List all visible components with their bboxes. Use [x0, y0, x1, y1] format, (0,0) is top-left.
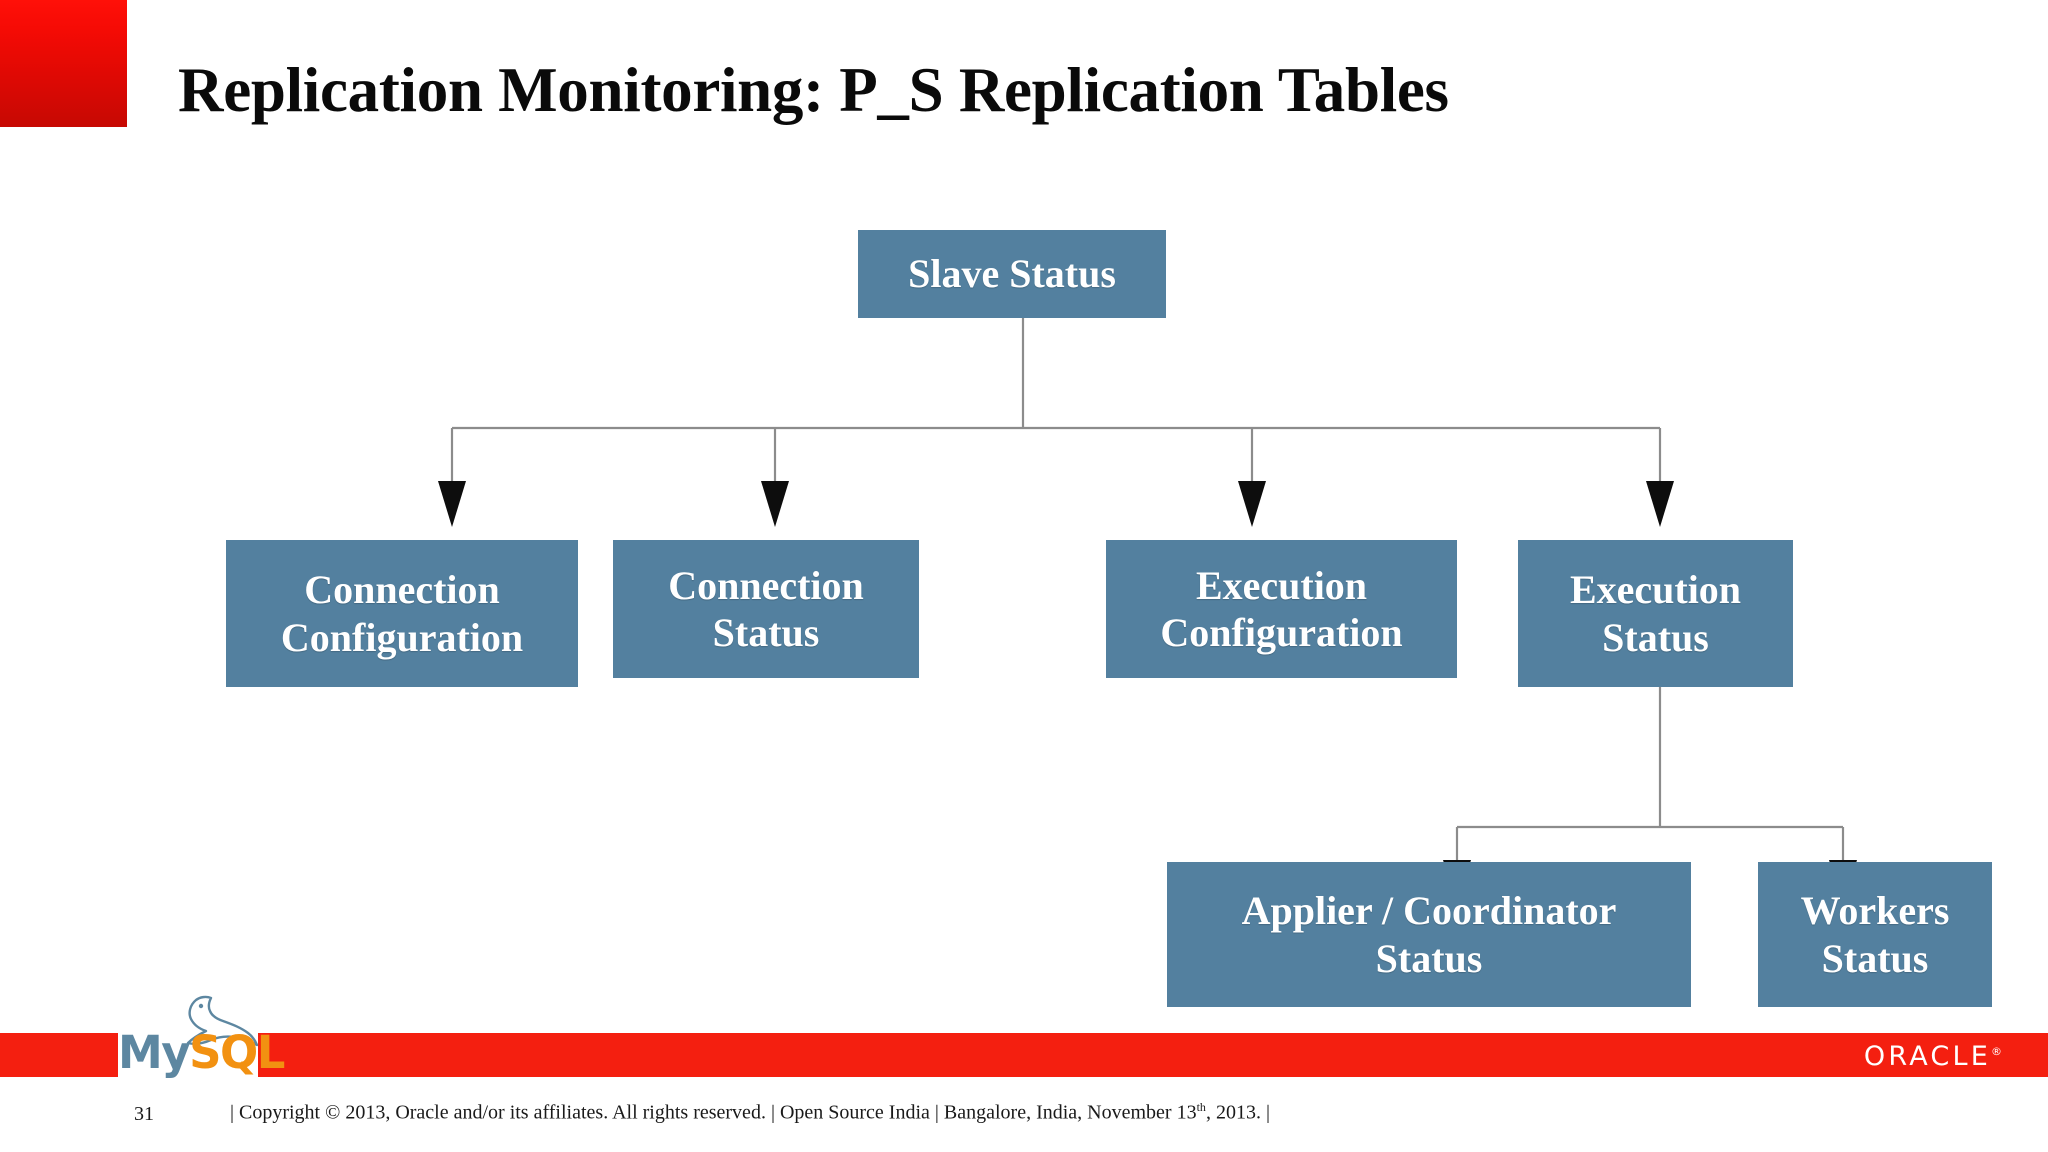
page-title: Replication Monitoring: P_S Replication … — [178, 55, 1449, 125]
copyright-notice: | Copyright © 2013, Oracle and/or its af… — [230, 1100, 1270, 1125]
node-slave-status[interactable]: Slave Status — [858, 230, 1166, 318]
red-accent-block — [0, 0, 127, 127]
mysql-wordmark: MySQL — [118, 1030, 285, 1075]
node-label: Workers Status — [1800, 888, 1950, 981]
copyright-text: | Copyright © 2013, Oracle and/or its af… — [230, 1101, 1197, 1124]
node-applier-coordinator-status[interactable]: Applier / Coordinator Status — [1167, 862, 1691, 1007]
copyright-tail: , 2013. | — [1205, 1101, 1270, 1124]
node-execution-configuration[interactable]: Execution Configuration — [1106, 540, 1457, 678]
node-workers-status[interactable]: Workers Status — [1758, 862, 1992, 1007]
mysql-logo: MySQL ™ — [118, 995, 285, 1077]
oracle-logo: ORACLE® — [1864, 1041, 2002, 1072]
node-label: Slave Status — [908, 251, 1116, 297]
mysql-word-sql: SQL — [189, 1026, 285, 1079]
node-label: Execution Configuration — [1160, 562, 1403, 655]
mysql-logo-backdrop — [118, 1033, 258, 1077]
footer-red-bar — [0, 1033, 2048, 1077]
node-label: Connection Status — [668, 562, 864, 655]
node-connection-status[interactable]: Connection Status — [613, 540, 919, 678]
oracle-wordmark: ORACLE — [1863, 1041, 1991, 1072]
oracle-registered-mark: ® — [1991, 1045, 2002, 1058]
copyright-ordinal: th — [1196, 1100, 1206, 1114]
mysql-trademark: ™ — [240, 1061, 249, 1071]
mysql-word-my: My — [118, 1026, 191, 1079]
node-label: Execution Status — [1569, 567, 1742, 660]
node-label: Applier / Coordinator Status — [1241, 888, 1617, 981]
dolphin-icon — [186, 995, 258, 1047]
node-connection-configuration[interactable]: Connection Configuration — [226, 540, 578, 687]
page-number: 31 — [134, 1103, 154, 1125]
node-label: Connection Configuration — [280, 567, 524, 660]
node-execution-status[interactable]: Execution Status — [1518, 540, 1793, 687]
